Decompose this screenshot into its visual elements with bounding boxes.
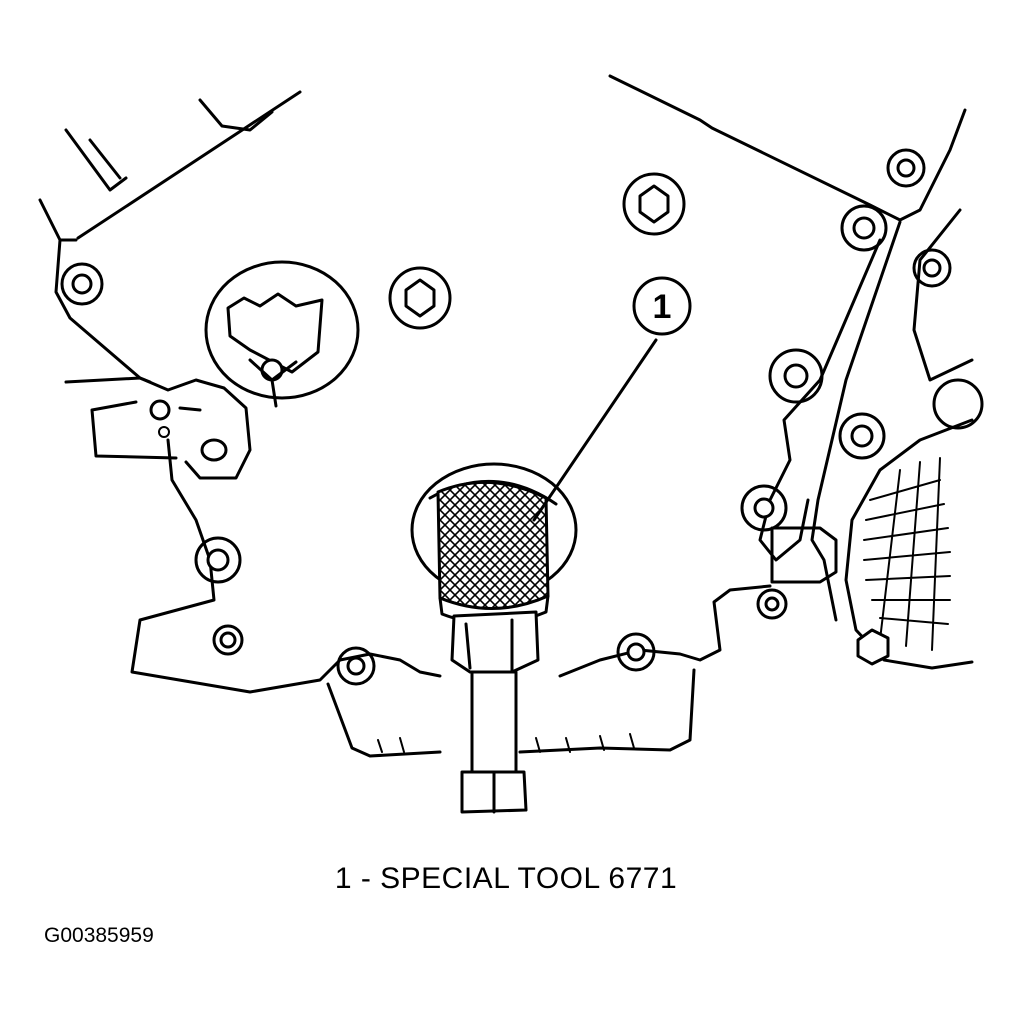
bracket-hole [158,426,170,438]
alternator-bracket [770,526,838,584]
tool-drive-shaft [470,670,518,774]
left-flange [38,98,274,242]
flange-bolt-left-low [212,624,244,656]
flange-bolt-right-upper [840,204,888,252]
port-stud [260,358,284,382]
callout-leader-line [532,338,658,522]
port-boss-ring [204,260,360,400]
figure-id: G00385959 [44,924,154,947]
tool-hex-adapter [450,610,540,674]
hex-bolt-upper-center [622,172,686,236]
alternator-housing [844,208,974,670]
flange-bolt-right-low [740,484,788,532]
flange-bolt-far-right [912,248,952,288]
port-bracket [248,358,298,408]
flange-bolt-upper-left [60,262,104,306]
flange-bolt-right-bottom [756,588,788,620]
sensor-port [200,438,228,462]
flange-bolt-right-top [886,148,926,188]
port-opening [226,292,324,374]
callout-number: 1 [653,288,672,326]
tool-knurled-body [436,480,550,610]
pan-rail-teeth [377,733,635,753]
flange-bolt-right-center [838,412,886,460]
diagram-caption: 1 - SPECIAL TOOL 6771 [334,862,678,895]
timing-cover-outline [54,74,967,384]
lower-flange [130,438,772,694]
flange-bolt-right-mid [768,348,824,404]
special-tool-6771 [436,480,550,814]
flange-bolt-bottom-right [616,632,656,672]
alternator-cooling-fins [863,457,951,651]
callout-circle [632,276,692,336]
bracket-bolt [149,399,171,421]
engine-cover-illustration: 1 [38,74,984,814]
sensor-bracket [64,376,252,480]
alternator-nut [856,628,890,666]
flange-bolt-bottom-left [336,646,376,686]
flange-bolt-left-mid [194,536,242,584]
tool-adapter-flat [464,618,514,674]
alternator-pulley-hub [932,378,984,430]
oil-pan-rail [326,668,696,758]
hex-bolt-left-center [388,266,452,330]
